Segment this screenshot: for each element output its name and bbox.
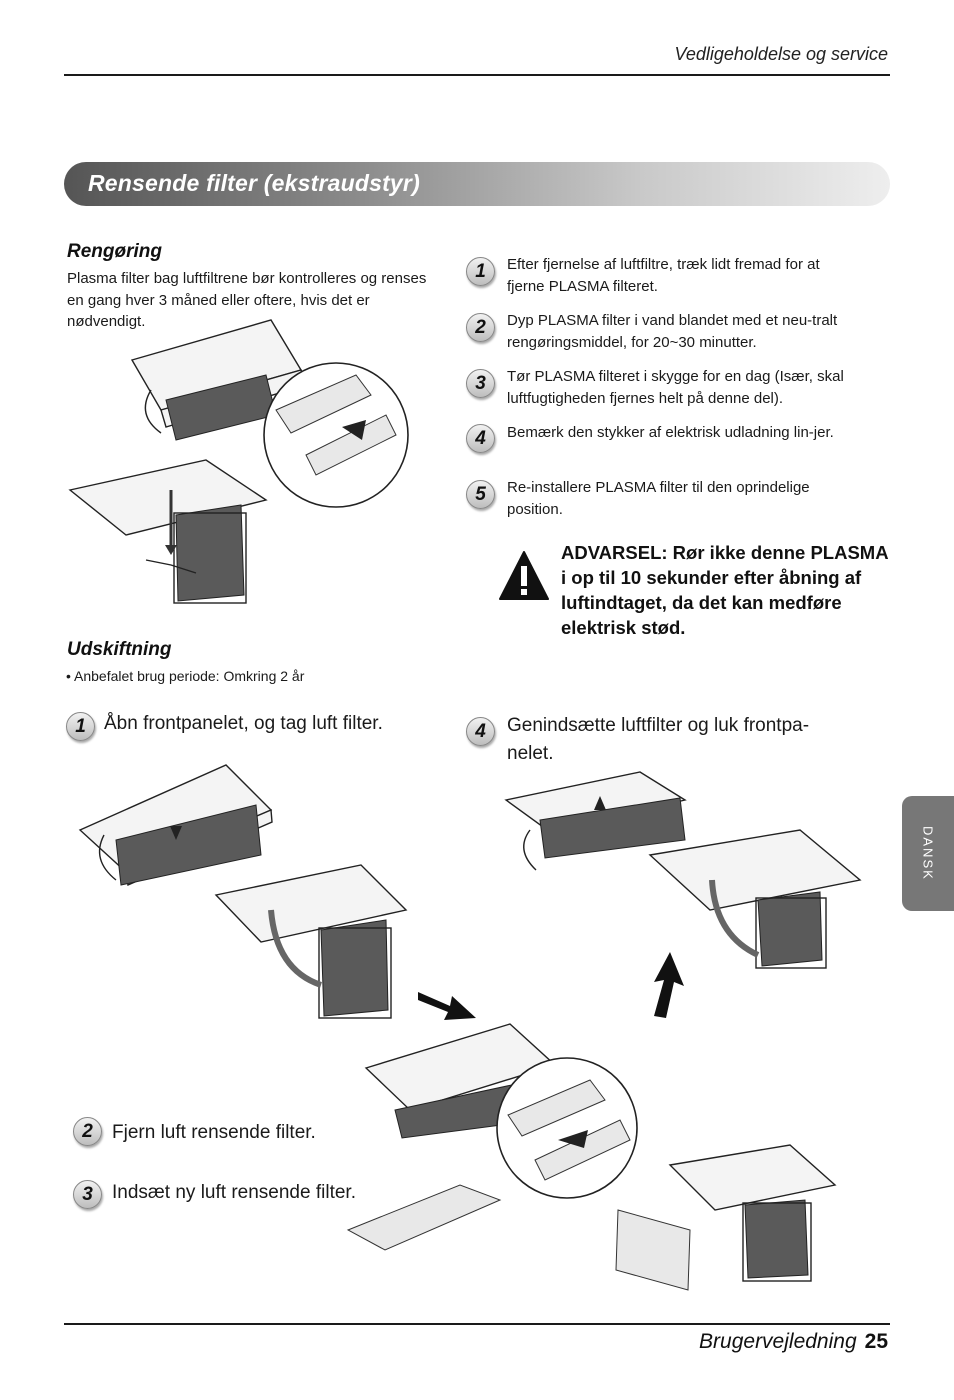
step-text-5: Re-installere PLASMA filter til den opri… <box>507 479 810 518</box>
replacement-heading: Udskiftning <box>67 639 172 660</box>
warning-text: ADVARSEL: Rør ikke denne PLASMA i op til… <box>561 542 888 638</box>
step-number-2: 2 <box>466 313 495 342</box>
step-text-2: Dyp PLASMA filter i vand blandet med et … <box>507 312 838 351</box>
footer-label: Brugervejledning <box>699 1330 857 1353</box>
section-title: Rensende filter (ekstraudstyr) <box>88 170 420 196</box>
replace-step-number-2: 2 <box>73 1117 102 1146</box>
replace-step-number-4: 4 <box>466 717 495 746</box>
section-banner <box>64 162 890 206</box>
cleaning-heading: Rengøring <box>67 241 162 262</box>
step-number-5: 5 <box>466 480 495 509</box>
footer: Brugervejledning 25 <box>699 1330 888 1354</box>
arrow-up-icon <box>654 952 684 1018</box>
replacement-bullet: • Anbefalet brug periode: Omkring 2 år <box>66 668 305 684</box>
replace-step-number-3: 3 <box>73 1180 102 1209</box>
step-text-1: Efter fjernelse af luftfiltre, træk lidt… <box>507 256 820 295</box>
language-tab <box>902 796 954 911</box>
step-text-3: Tør PLASMA filteret i skygge for en dag … <box>507 368 844 407</box>
replace-step-text-1: Åbn frontpanelet, og tag luft filter. <box>104 713 383 734</box>
language-tab-label: DANSK <box>920 826 936 881</box>
replacement-illustration-reinstall <box>504 771 862 969</box>
step-number-1: 1 <box>466 257 495 286</box>
replace-step-text-2: Fjern luft rensende filter. <box>112 1122 316 1143</box>
step-number-3: 3 <box>466 369 495 398</box>
arrow-right-down-icon <box>418 992 476 1020</box>
warning-icon <box>499 551 549 600</box>
step-text-4: Bemærk den stykker af elektrisk udladnin… <box>507 424 834 441</box>
header-rule <box>64 74 890 76</box>
footer-rule <box>64 1323 890 1325</box>
replacement-illustration-open <box>78 764 408 1019</box>
cleaning-text: Plasma filter bag luftfiltrene bør kontr… <box>67 270 427 330</box>
cleaning-illustration <box>68 319 409 604</box>
page-number: 25 <box>864 1330 888 1353</box>
header-title: Vedligeholdelse og service <box>674 44 888 64</box>
step-number-4: 4 <box>466 424 495 453</box>
replacement-illustration-filter-swap <box>346 1023 837 1291</box>
replace-step-text-3: Indsæt ny luft rensende filter. <box>112 1182 356 1203</box>
replace-step-number-1: 1 <box>66 712 95 741</box>
replace-step-text-4: Genindsætte luftfilter og luk frontpa-ne… <box>507 715 810 764</box>
